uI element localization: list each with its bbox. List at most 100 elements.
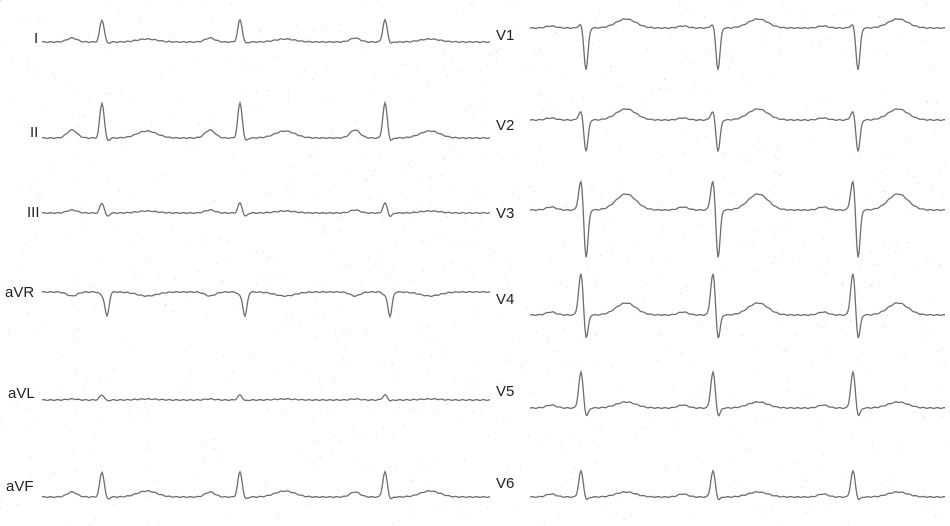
grid-dot — [422, 358, 424, 360]
grid-dot — [130, 269, 132, 271]
grid-dot — [926, 101, 928, 103]
grid-dot — [110, 402, 112, 404]
grid-dot — [74, 411, 76, 413]
grid-dot — [559, 282, 561, 284]
grid-dot — [64, 86, 66, 88]
grid-dot — [821, 264, 823, 266]
grid-dot — [146, 414, 148, 416]
grid-dot — [428, 325, 430, 327]
grid-dot — [873, 264, 875, 266]
grid-dot — [449, 241, 451, 243]
grid-dot — [433, 462, 435, 464]
grid-dot — [70, 430, 72, 432]
grid-dot — [341, 332, 343, 334]
grid-dot — [449, 148, 451, 150]
grid-dot — [561, 486, 563, 488]
grid-dot — [471, 311, 473, 313]
grid-dot — [825, 405, 827, 407]
grid-dot — [331, 452, 333, 454]
grid-dot — [275, 55, 277, 57]
grid-dot — [83, 115, 85, 117]
grid-dot — [32, 71, 34, 73]
grid-dot — [508, 263, 510, 265]
grid-dot — [287, 323, 289, 325]
grid-dot — [608, 111, 610, 113]
grid-dot — [287, 488, 289, 490]
grid-dot — [924, 259, 926, 261]
grid-dot — [161, 76, 163, 78]
grid-dot — [771, 509, 773, 511]
grid-dot — [376, 290, 378, 292]
grid-dot — [322, 226, 324, 228]
grid-dot — [658, 276, 660, 278]
grid-dot — [189, 382, 191, 384]
grid-dot — [697, 390, 699, 392]
grid-dot — [808, 506, 810, 508]
grid-dot — [670, 173, 672, 175]
grid-dot — [773, 235, 775, 237]
grid-dot — [430, 356, 432, 358]
grid-dot — [571, 99, 573, 101]
grid-dot — [124, 145, 126, 147]
grid-dot — [901, 352, 903, 354]
grid-dot — [460, 514, 462, 516]
grid-dot — [21, 122, 23, 124]
grid-dot — [821, 326, 823, 328]
grid-dot — [308, 494, 310, 496]
grid-dot — [369, 92, 371, 94]
grid-dot — [271, 279, 273, 281]
grid-dot — [860, 365, 862, 367]
grid-dot — [377, 268, 379, 270]
grid-dot — [584, 484, 586, 486]
grid-dot — [536, 161, 538, 163]
grid-dot — [75, 158, 77, 160]
grid-dot — [427, 370, 429, 372]
grid-dot — [398, 375, 400, 377]
grid-dot — [918, 182, 920, 184]
grid-dot — [780, 321, 782, 323]
grid-dot — [77, 327, 79, 329]
grid-dot — [934, 129, 936, 131]
grid-dot — [471, 411, 473, 413]
grid-dot — [525, 64, 527, 66]
grid-dot — [940, 400, 942, 402]
lead-label-V6: V6 — [496, 475, 515, 492]
grid-dot — [7, 329, 9, 331]
grid-dot — [665, 468, 667, 470]
grid-dot — [428, 292, 430, 294]
grid-dot — [480, 107, 482, 109]
grid-dot — [441, 236, 443, 238]
grid-dot — [596, 279, 598, 281]
grid-dot — [397, 498, 399, 500]
grid-dot — [367, 406, 369, 408]
grid-dot — [131, 243, 133, 245]
grid-dot — [171, 225, 173, 227]
grid-dot — [368, 198, 370, 200]
grid-dot — [422, 323, 424, 325]
grid-dot — [212, 18, 214, 20]
grid-dot — [499, 48, 501, 50]
grid-dot — [289, 363, 291, 365]
grid-dot — [472, 2, 474, 4]
grid-dot — [672, 386, 674, 388]
grid-dot — [389, 466, 391, 468]
grid-dot — [28, 58, 30, 60]
grid-dot — [600, 255, 602, 257]
grid-dot — [310, 156, 312, 158]
grid-dot — [105, 93, 107, 95]
grid-dot — [897, 442, 899, 444]
grid-dot — [254, 352, 256, 354]
grid-dot — [361, 54, 363, 56]
grid-dot — [662, 229, 664, 231]
grid-dot — [822, 454, 824, 456]
grid-dot — [468, 265, 470, 267]
grid-dot — [410, 160, 412, 162]
grid-dot — [777, 146, 779, 148]
grid-dot — [293, 194, 295, 196]
grid-dot — [847, 11, 849, 13]
grid-dot — [403, 424, 405, 426]
grid-dot — [106, 476, 108, 478]
grid-dot — [263, 143, 265, 145]
grid-dot — [842, 282, 844, 284]
grid-dot — [596, 462, 598, 464]
